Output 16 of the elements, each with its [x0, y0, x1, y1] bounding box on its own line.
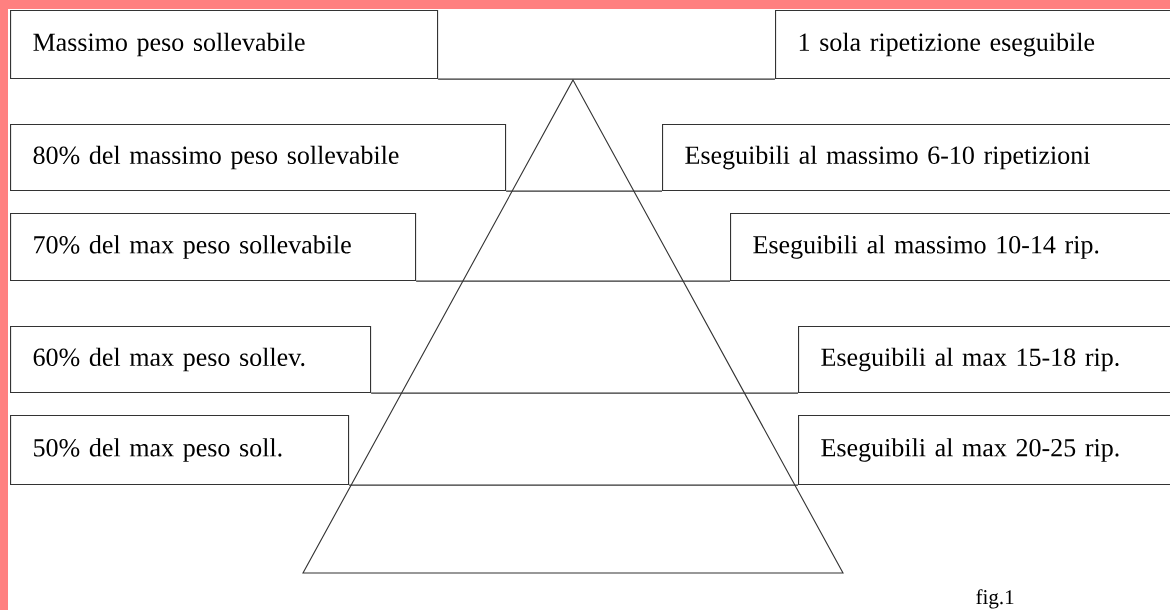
label-box: 1 sola ripetizione eseguibile: [775, 10, 1170, 80]
label-box: 60% del max peso sollev.: [10, 326, 372, 394]
label-box: 70% del max peso sollevabile: [10, 213, 417, 282]
label-box: Eseguibili al massimo 6-10 ripetizioni: [662, 124, 1170, 192]
level-line: [348, 484, 799, 486]
label-box: Eseguibili al massimo 10-14 rip.: [730, 213, 1170, 282]
label-box: 50% del max peso soll.: [10, 415, 350, 486]
level-line: [370, 392, 799, 394]
level-line: [505, 190, 663, 192]
level-line: [415, 280, 731, 282]
label-box: Massimo peso sollevabile: [10, 10, 439, 80]
figure-label: fig.1: [976, 589, 1014, 609]
label-box: Eseguibili al max 20-25 rip.: [798, 415, 1170, 486]
label-box: Eseguibili al max 15-18 rip.: [798, 326, 1170, 394]
label-box: 80% del massimo peso sollevabile: [10, 124, 507, 192]
level-line: [437, 78, 776, 80]
